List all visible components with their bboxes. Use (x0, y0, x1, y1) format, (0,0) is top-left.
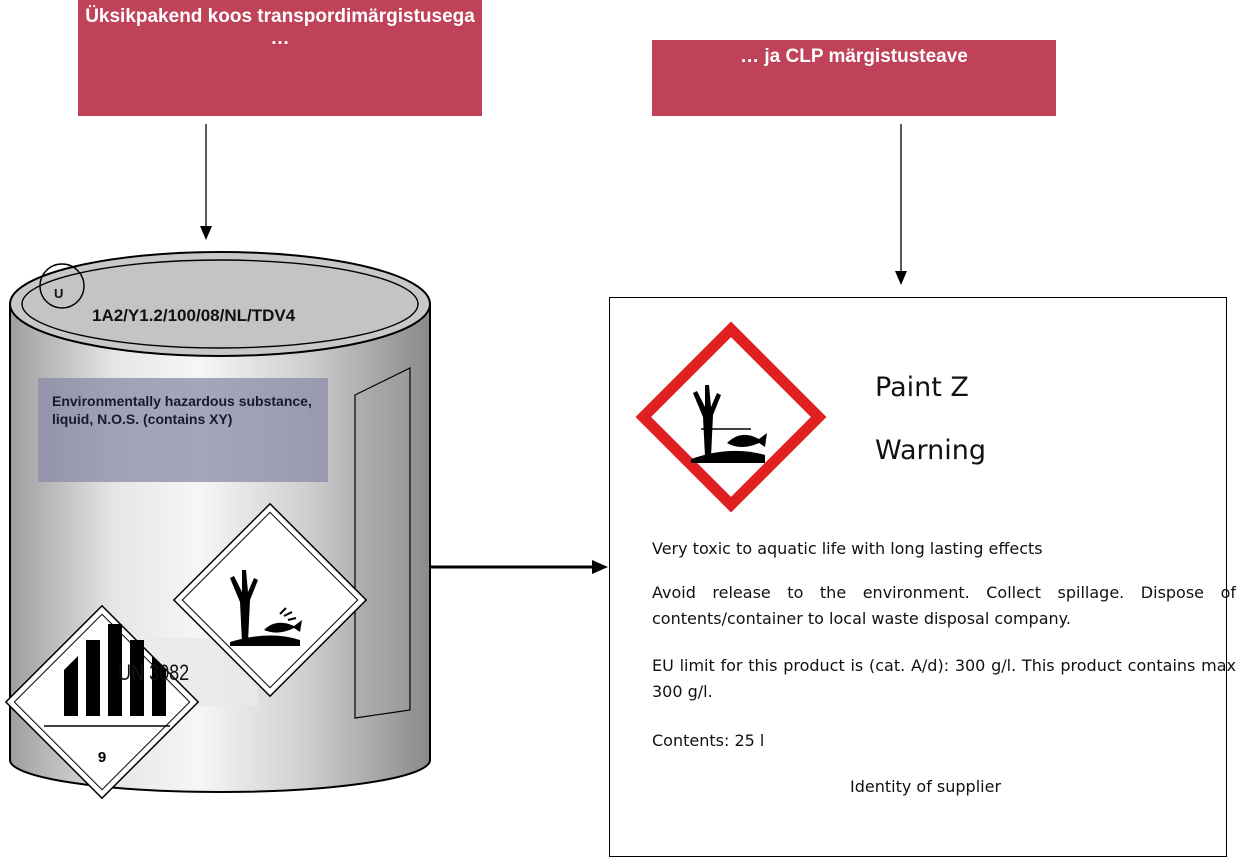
ghs-environment-pictogram (635, 321, 827, 513)
header-right-box: … ja CLP märgistusteave (652, 40, 1056, 116)
dead-tree-and-fish-icon (691, 385, 767, 463)
supplier-identity: Identity of supplier (850, 777, 1002, 796)
shipping-name: Environmentally hazardous substance, liq… (52, 393, 312, 427)
header-right-text: … ja CLP märgistusteave (740, 46, 968, 67)
arrow-left-down (200, 124, 212, 240)
un-packaging-symbol (39, 263, 85, 309)
arrow-can-to-label (413, 560, 608, 574)
arrow-right-down (895, 124, 907, 285)
signal-word: Warning (875, 435, 987, 466)
header-left-box: Üksikpakend koos transpordimärgistusega … (78, 0, 482, 116)
packaging-code: 1A2/Y1.2/100/08/NL/TDV4 (92, 306, 296, 325)
voc-statement: EU limit for this product is (cat. A/d):… (652, 656, 1236, 701)
contents-statement: Contents: 25 l (652, 731, 765, 750)
can-illustration: 9 (4, 251, 431, 800)
header-left-text: Üksikpakend koos transpordimärgistusega … (85, 6, 475, 49)
environment-hazard-pictogram (172, 502, 368, 698)
hazard-statement: Very toxic to aquatic life with long las… (652, 539, 1043, 558)
clp-label-panel: Paint Z Warning Very toxic to aquatic li… (609, 297, 1236, 857)
product-name: Paint Z (875, 372, 969, 403)
precautionary-statement: Avoid release to the environment. Collec… (652, 583, 1236, 628)
shipping-name-box (38, 378, 328, 482)
class-9-number: 9 (98, 749, 106, 766)
class-9-label (4, 604, 200, 800)
dead-tree-and-fish-icon (230, 570, 302, 646)
un-symbol-letter: U (54, 286, 64, 301)
class-9-stripes (44, 624, 170, 727)
un-number: UN 3082 (118, 660, 190, 685)
